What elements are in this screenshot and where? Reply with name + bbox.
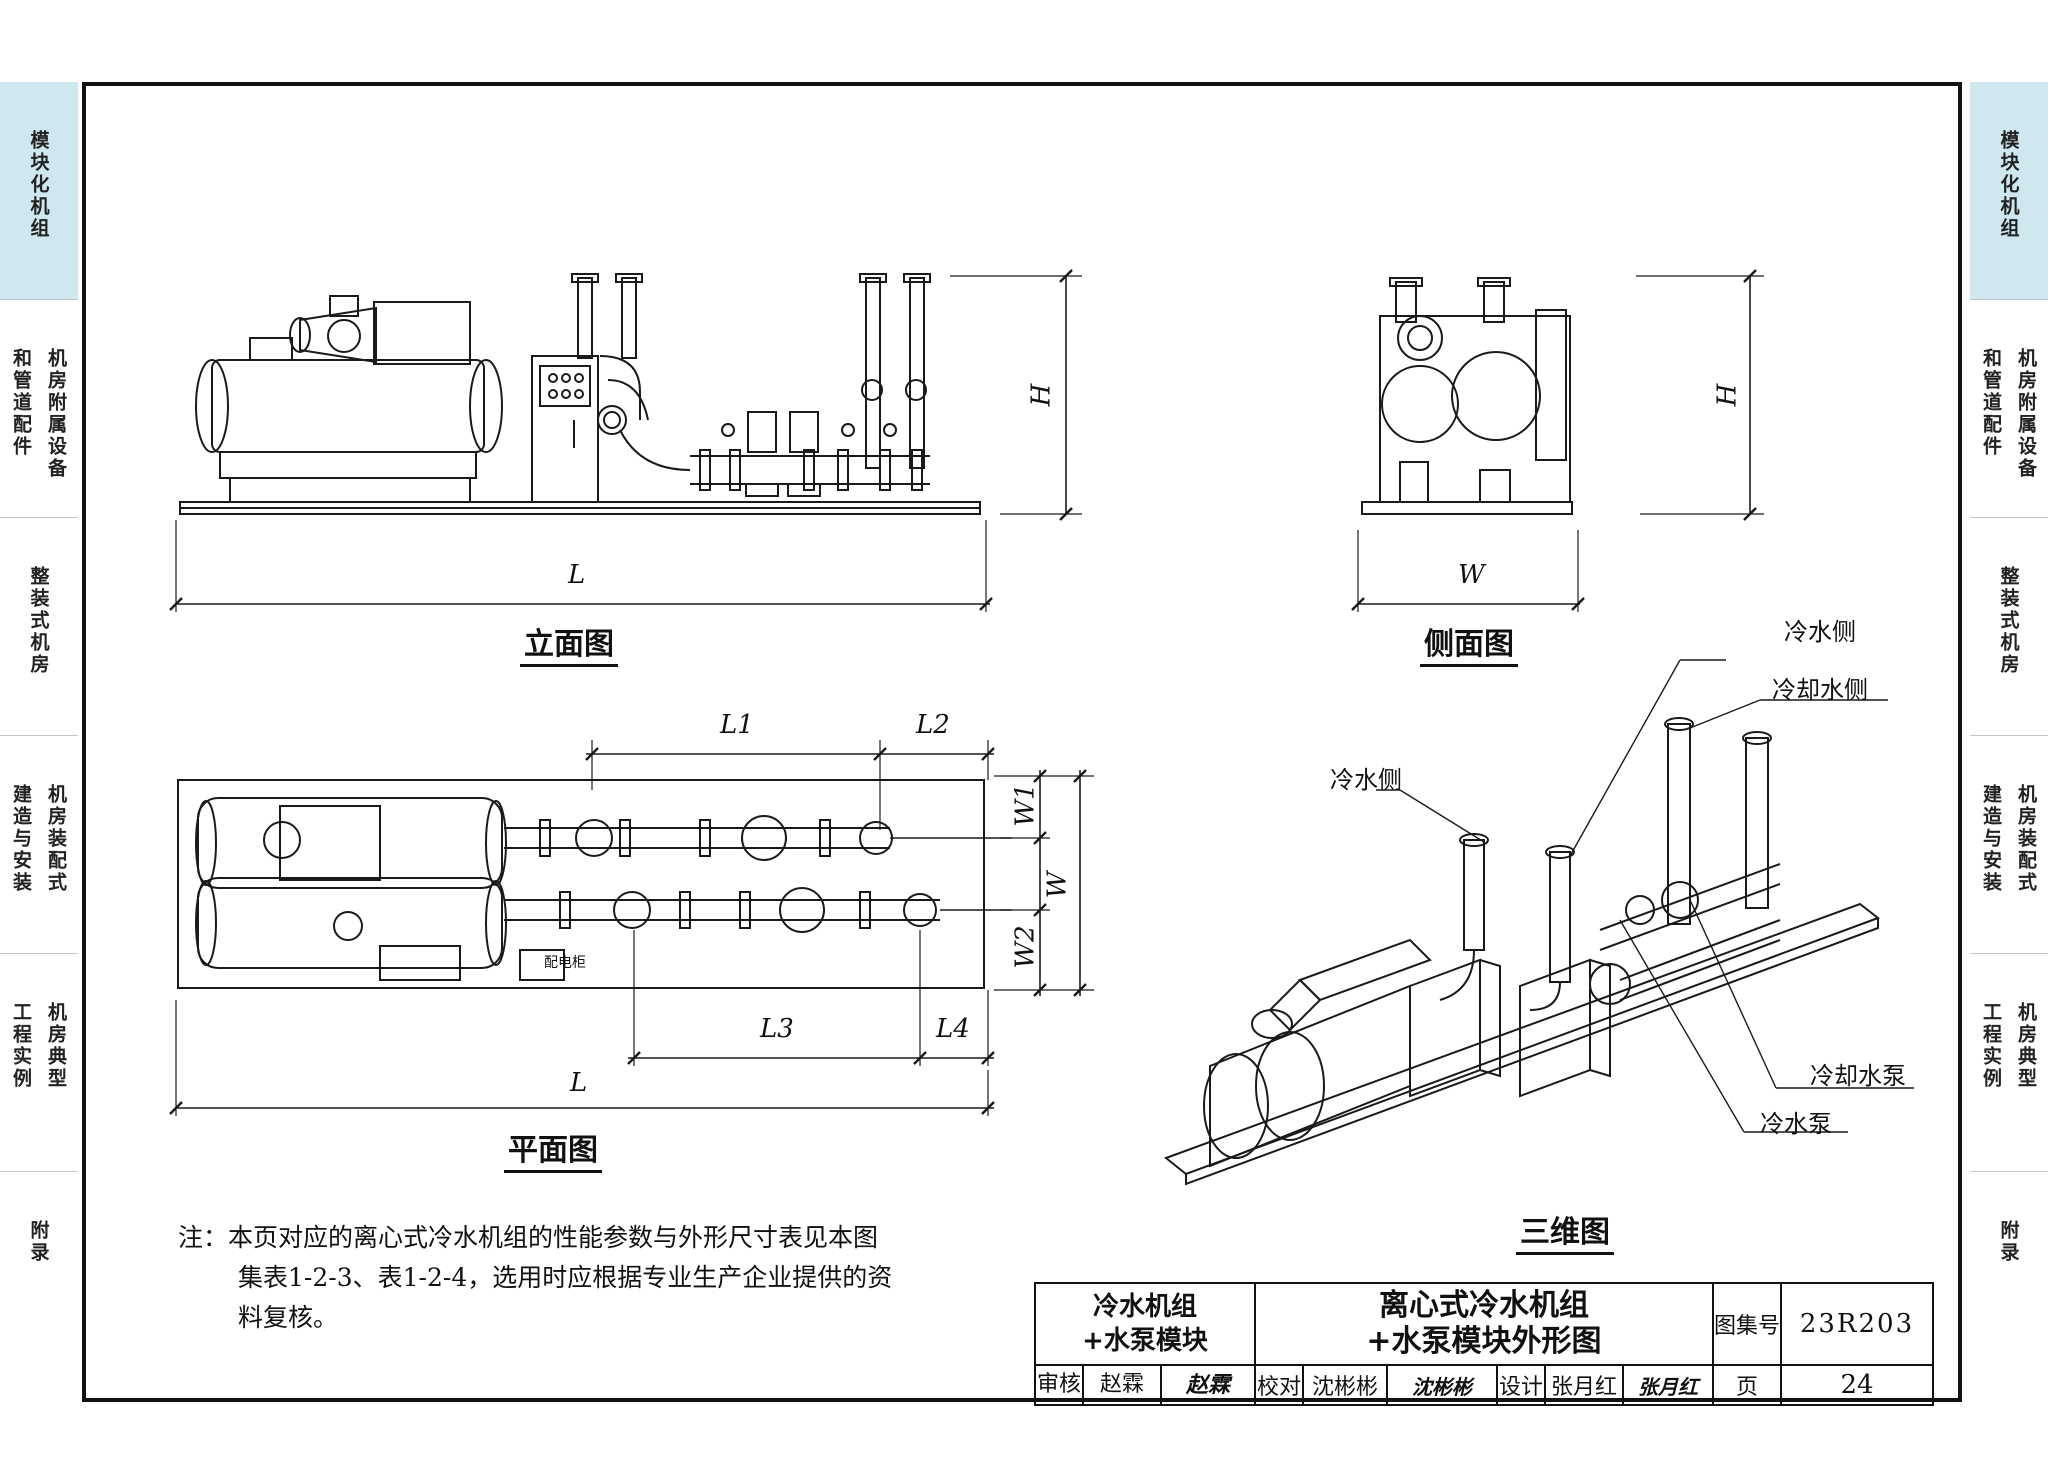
tab-label: 工程实例	[10, 1002, 32, 1090]
tab-label: 机房装配式	[45, 784, 67, 894]
side-view	[1351, 269, 1764, 612]
tab-appendix[interactable]: 附录	[0, 1172, 78, 1390]
side-view-caption: 侧面图	[1420, 626, 1518, 667]
distribution-cabinet-label: 配电柜	[544, 955, 586, 971]
tab-auxiliary-equipment[interactable]: 机房附属设备和管道配件	[1970, 300, 2048, 518]
review-label: 审核	[1036, 1366, 1084, 1404]
note-line-3: 料复核。	[238, 1303, 339, 1332]
tab-label: 附录	[27, 1220, 50, 1264]
tab-label: 整装式机房	[27, 566, 50, 676]
isometric-view	[1163, 659, 1914, 1186]
checker-signature: 沈彬彬	[1386, 1364, 1498, 1406]
callout-chilled-water-side: 冷水侧	[1784, 618, 1856, 646]
title-line-1: 离心式冷水机组	[1379, 1288, 1589, 1323]
side-dim-H: H	[1712, 383, 1743, 407]
tab-prefab-construction[interactable]: 机房装配式建造与安装	[0, 736, 78, 954]
reviewer-name: 赵霖	[1084, 1366, 1162, 1404]
plan-dim-L1: L1	[720, 710, 754, 740]
elevation-view	[169, 269, 1082, 612]
checker-name: 沈彬彬	[1302, 1364, 1388, 1406]
plan-dim-L3: L3	[760, 1014, 794, 1044]
tab-label: 和管道配件	[10, 348, 32, 458]
drawing-frame	[82, 82, 1962, 1402]
tab-auxiliary-equipment[interactable]: 机房附属设备和管道配件	[0, 300, 78, 518]
callout-cooling-water-pump: 冷却水泵	[1810, 1062, 1906, 1090]
tab-label: 附录	[1997, 1220, 2020, 1264]
review-row: 审核 赵霖 赵霖	[1034, 1364, 1256, 1406]
page-label: 页	[1712, 1364, 1782, 1406]
title-cell: 离心式冷水机组 +水泵模块外形图	[1254, 1282, 1714, 1366]
tab-label: 模块化机组	[1997, 130, 2020, 240]
tab-packaged-plant-room[interactable]: 整装式机房	[1970, 518, 2048, 736]
check-label: 校对	[1254, 1364, 1304, 1406]
note-line-1: 注：本页对应的离心式冷水机组的性能参数与外形尺寸表见本图	[178, 1223, 879, 1252]
isometric-caption: 三维图	[1516, 1214, 1614, 1255]
plan-caption: 平面图	[504, 1132, 602, 1173]
callout-chilled-water-pump: 冷水泵	[1760, 1110, 1832, 1138]
designer-name: 张月红	[1544, 1364, 1624, 1406]
plan-dim-L: L	[570, 1068, 588, 1098]
tab-packaged-plant-room[interactable]: 整装式机房	[0, 518, 78, 736]
category-line-1: 冷水机组	[1092, 1292, 1197, 1322]
drawing-note: 注：本页对应的离心式冷水机组的性能参数与外形尺寸表见本图 集表1-2-3、表1-…	[178, 1218, 968, 1338]
tab-modular-units[interactable]: 模块化机组	[0, 82, 78, 300]
side-dim-W: W	[1458, 560, 1485, 590]
elevation-dim-H: H	[1026, 383, 1057, 407]
tab-label: 机房附属设备	[45, 348, 67, 480]
plan-dim-W1: W1	[1010, 783, 1041, 827]
page-number: 24	[1780, 1364, 1934, 1406]
tab-project-examples[interactable]: 机房典型工程实例	[0, 954, 78, 1172]
callout-cooling-water-side: 冷却水侧	[1772, 676, 1868, 704]
elevation-caption: 立面图	[520, 626, 618, 667]
right-section-tabs: 模块化机组 机房附属设备和管道配件 整装式机房 机房装配式建造与安装 机房典型工…	[1970, 82, 2048, 1372]
left-section-tabs: 模块化机组 机房附属设备和管道配件 整装式机房 机房装配式建造与安装 机房典型工…	[0, 82, 78, 1372]
category-line-2: +水泵模块	[1082, 1326, 1208, 1356]
design-label: 设计	[1496, 1364, 1546, 1406]
plan-dim-W: W	[1042, 871, 1073, 899]
tab-label: 整装式机房	[1997, 566, 2020, 676]
tab-prefab-construction[interactable]: 机房装配式建造与安装	[1970, 736, 2048, 954]
tab-label: 工程实例	[1980, 1002, 2002, 1090]
plan-dim-L4: L4	[936, 1014, 970, 1044]
plan-dim-L2: L2	[916, 710, 950, 740]
title-block: 冷水机组 +水泵模块 离心式冷水机组 +水泵模块外形图 图集号 23R203 审…	[1034, 1282, 1934, 1406]
tab-label: 建造与安装	[1980, 784, 2002, 894]
category-cell: 冷水机组 +水泵模块	[1034, 1282, 1256, 1366]
plan-view	[169, 740, 1094, 1116]
atlas-label: 图集号	[1712, 1282, 1782, 1366]
callout-chilled-water-side-left: 冷水侧	[1330, 766, 1402, 794]
designer-signature: 张月红	[1622, 1364, 1714, 1406]
tab-appendix[interactable]: 附录	[1970, 1172, 2048, 1390]
tab-modular-units[interactable]: 模块化机组	[1970, 82, 2048, 300]
tab-label: 机房典型	[2015, 1002, 2037, 1090]
atlas-number: 23R203	[1780, 1282, 1934, 1366]
tab-label: 机房典型	[45, 1002, 67, 1090]
plan-dim-W2: W2	[1010, 925, 1041, 969]
tab-label: 机房附属设备	[2015, 348, 2037, 480]
tab-label: 和管道配件	[1980, 348, 2002, 458]
title-line-2: +水泵模块外形图	[1366, 1324, 1602, 1359]
tab-label: 机房装配式	[2015, 784, 2037, 894]
note-line-2: 集表1-2-3、表1-2-4，选用时应根据专业生产企业提供的资	[238, 1263, 893, 1292]
tab-label: 建造与安装	[10, 784, 32, 894]
tab-label: 模块化机组	[27, 130, 50, 240]
elevation-dim-L: L	[568, 560, 586, 590]
tab-project-examples[interactable]: 机房典型工程实例	[1970, 954, 2048, 1172]
reviewer-signature: 赵霖	[1185, 1372, 1230, 1398]
